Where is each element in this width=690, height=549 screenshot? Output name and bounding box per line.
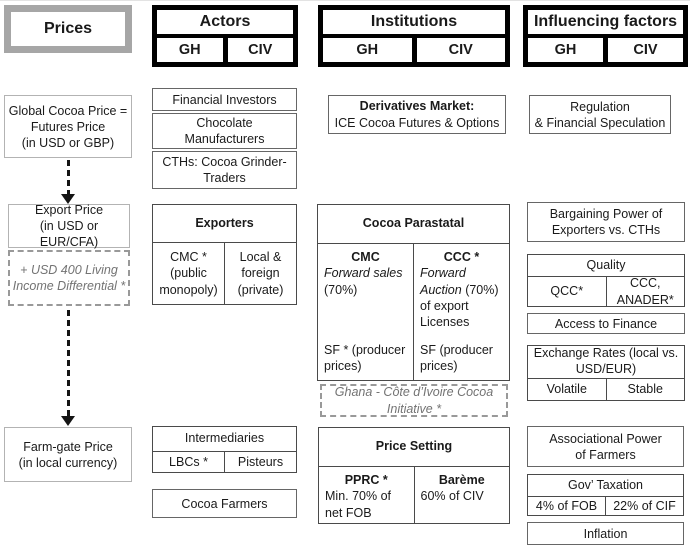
influencing-factors-title: Influencing factors: [528, 10, 683, 34]
farm-gate-price-box: Farm-gate Price (in local currency): [4, 427, 132, 482]
prices-title: Prices: [43, 20, 93, 37]
derivatives-market-title: Derivatives Market:: [359, 99, 475, 114]
exchange-rates-title: Exchange Rates (local vs. USD/EUR): [528, 346, 684, 379]
gov-taxation-body: 4% of FOB 22% of CIF: [528, 497, 683, 515]
quality-gh-cell: QCC*: [550, 284, 584, 299]
price-setting-gh-detail: Min. 70% of net FOB: [325, 489, 392, 520]
prices-column-header: Prices: [4, 5, 132, 53]
access-to-finance-box: Access to Finance: [527, 313, 685, 334]
derivatives-market-subtitle: ICE Cocoa Futures & Options: [334, 115, 500, 130]
institutions-gh-label: GH: [323, 38, 412, 62]
parastatal-gh-name: CMC: [351, 250, 380, 264]
inflation-box: Inflation: [527, 522, 684, 545]
parastatal-civ-mechanism: Forward Auction (70%) of export Licenses: [420, 266, 499, 329]
actors-title: Actors: [157, 10, 293, 34]
arrow-dashed-line: [66, 310, 70, 416]
exchange-rates-table: Exchange Rates (local vs. USD/EUR) Volat…: [527, 345, 685, 401]
exporters-table: Exporters CMC * (public monopoly) Local …: [152, 204, 297, 305]
institutions-civ-label: CIV: [416, 38, 505, 62]
exporters-table-body: CMC * (public monopoly) Local & foreign …: [153, 243, 296, 304]
actors-gh-label: GH: [157, 38, 223, 62]
arrow-dashed-line: [66, 160, 70, 194]
financial-investors-box: Financial Investors: [152, 88, 297, 111]
arrow-head-icon: [61, 416, 75, 426]
gov-taxation-title: Gov’ Taxation: [528, 475, 683, 497]
price-setting-gh-cell: PPRC * Min. 70% of net FOB: [319, 467, 414, 523]
living-income-differential-box: + USD 400 Living Income Differential *: [8, 250, 130, 306]
intermediaries-table: Intermediaries LBCs * Pisteurs: [152, 426, 297, 473]
exporters-gh-cell: CMC * (public monopoly): [159, 250, 218, 297]
actors-civ-label: CIV: [227, 38, 293, 62]
quality-civ-cell: CCC, ANADER*: [605, 276, 685, 307]
institutions-column-header: Institutions GH CIV: [318, 5, 510, 67]
institutions-subheader-row: GH CIV: [323, 38, 505, 62]
exporters-table-title: Exporters: [153, 205, 296, 243]
parastatal-civ-cell: CCC * Forward Auction (70%) of export Li…: [413, 244, 509, 380]
parastatal-gh-sf: SF * (producer prices): [324, 342, 406, 373]
influencing-civ-label: CIV: [608, 38, 683, 62]
cocoa-parastatal-title: Cocoa Parastatal: [318, 205, 509, 244]
associational-power-box: Associational Power of Farmers: [527, 426, 684, 467]
influencing-subheader-row: GH CIV: [528, 38, 683, 62]
institutions-title: Institutions: [323, 10, 505, 34]
chocolate-manufacturers-box: Chocolate Manufacturers: [152, 113, 297, 149]
intermediaries-table-body: LBCs * Pisteurs: [153, 452, 296, 472]
exchange-rates-civ-cell: Stable: [605, 379, 685, 400]
global-cocoa-price-box: Global Cocoa Price = Futures Price (in U…: [4, 95, 132, 158]
price-setting-body: PPRC * Min. 70% of net FOB Barème 60% of…: [319, 467, 509, 523]
influencing-factors-column-header: Influencing factors GH CIV: [523, 5, 688, 67]
parastatal-civ-sf: SF (producer prices): [420, 342, 493, 373]
price-setting-gh-name: PPRC *: [344, 473, 388, 487]
cths-box: CTHs: Cocoa Grinder- Traders: [152, 151, 297, 189]
down-arrow-export-to-farmgate: [61, 310, 75, 426]
quality-table: Quality QCC* CCC, ANADER*: [527, 254, 685, 307]
price-setting-civ-name: Barème: [438, 473, 485, 487]
price-setting-civ-detail: 60% of CIV: [420, 489, 484, 504]
derivatives-market-box: Derivatives Market: ICE Cocoa Futures & …: [328, 95, 506, 134]
arrow-head-icon: [61, 194, 75, 204]
export-price-box: Export Price (in USD or EUR/CFA): [8, 203, 130, 249]
actors-subheader-row: GH CIV: [157, 38, 293, 62]
exporters-civ-cell: Local & foreign (private): [224, 243, 296, 304]
intermediaries-table-title: Intermediaries: [153, 427, 296, 452]
gov-taxation-table: Gov’ Taxation 4% of FOB 22% of CIF: [527, 474, 684, 516]
price-setting-title: Price Setting: [319, 428, 509, 467]
cocoa-parastatal-body: CMC Forward sales (70%) SF * (producer p…: [318, 244, 509, 380]
influencing-gh-label: GH: [528, 38, 603, 62]
intermediaries-civ-cell: Pisteurs: [224, 452, 296, 472]
exchange-rates-body: Volatile Stable: [528, 379, 684, 400]
cocoa-farmers-box: Cocoa Farmers: [152, 489, 297, 518]
actors-column-header: Actors GH CIV: [152, 5, 298, 67]
parastatal-gh-mechanism: Forward sales (70%): [324, 266, 403, 297]
top-hairline: [0, 0, 690, 1]
intermediaries-gh-cell: LBCs *: [169, 454, 208, 469]
quality-title: Quality: [528, 255, 684, 277]
exchange-rates-gh-cell: Volatile: [546, 382, 587, 397]
price-setting-civ-cell: Barème 60% of CIV: [413, 467, 510, 523]
ghana-civ-initiative-box: Ghana - Côte d’Ivoire Cocoa Initiative *: [320, 384, 508, 417]
parastatal-civ-name: CCC *: [443, 250, 480, 264]
regulation-speculation-box: Regulation & Financial Speculation: [529, 95, 671, 134]
cocoa-parastatal-table: Cocoa Parastatal CMC Forward sales (70%)…: [317, 204, 510, 381]
quality-body: QCC* CCC, ANADER*: [528, 276, 685, 307]
parastatal-gh-cell: CMC Forward sales (70%) SF * (producer p…: [318, 244, 413, 380]
gov-taxation-civ-cell: 22% of CIF: [605, 497, 683, 515]
down-arrow-global-to-export: [61, 160, 75, 204]
price-setting-table: Price Setting PPRC * Min. 70% of net FOB…: [318, 427, 510, 524]
bargaining-power-box: Bargaining Power of Exporters vs. CTHs: [527, 202, 685, 242]
gov-taxation-gh-cell: 4% of FOB: [535, 498, 598, 513]
